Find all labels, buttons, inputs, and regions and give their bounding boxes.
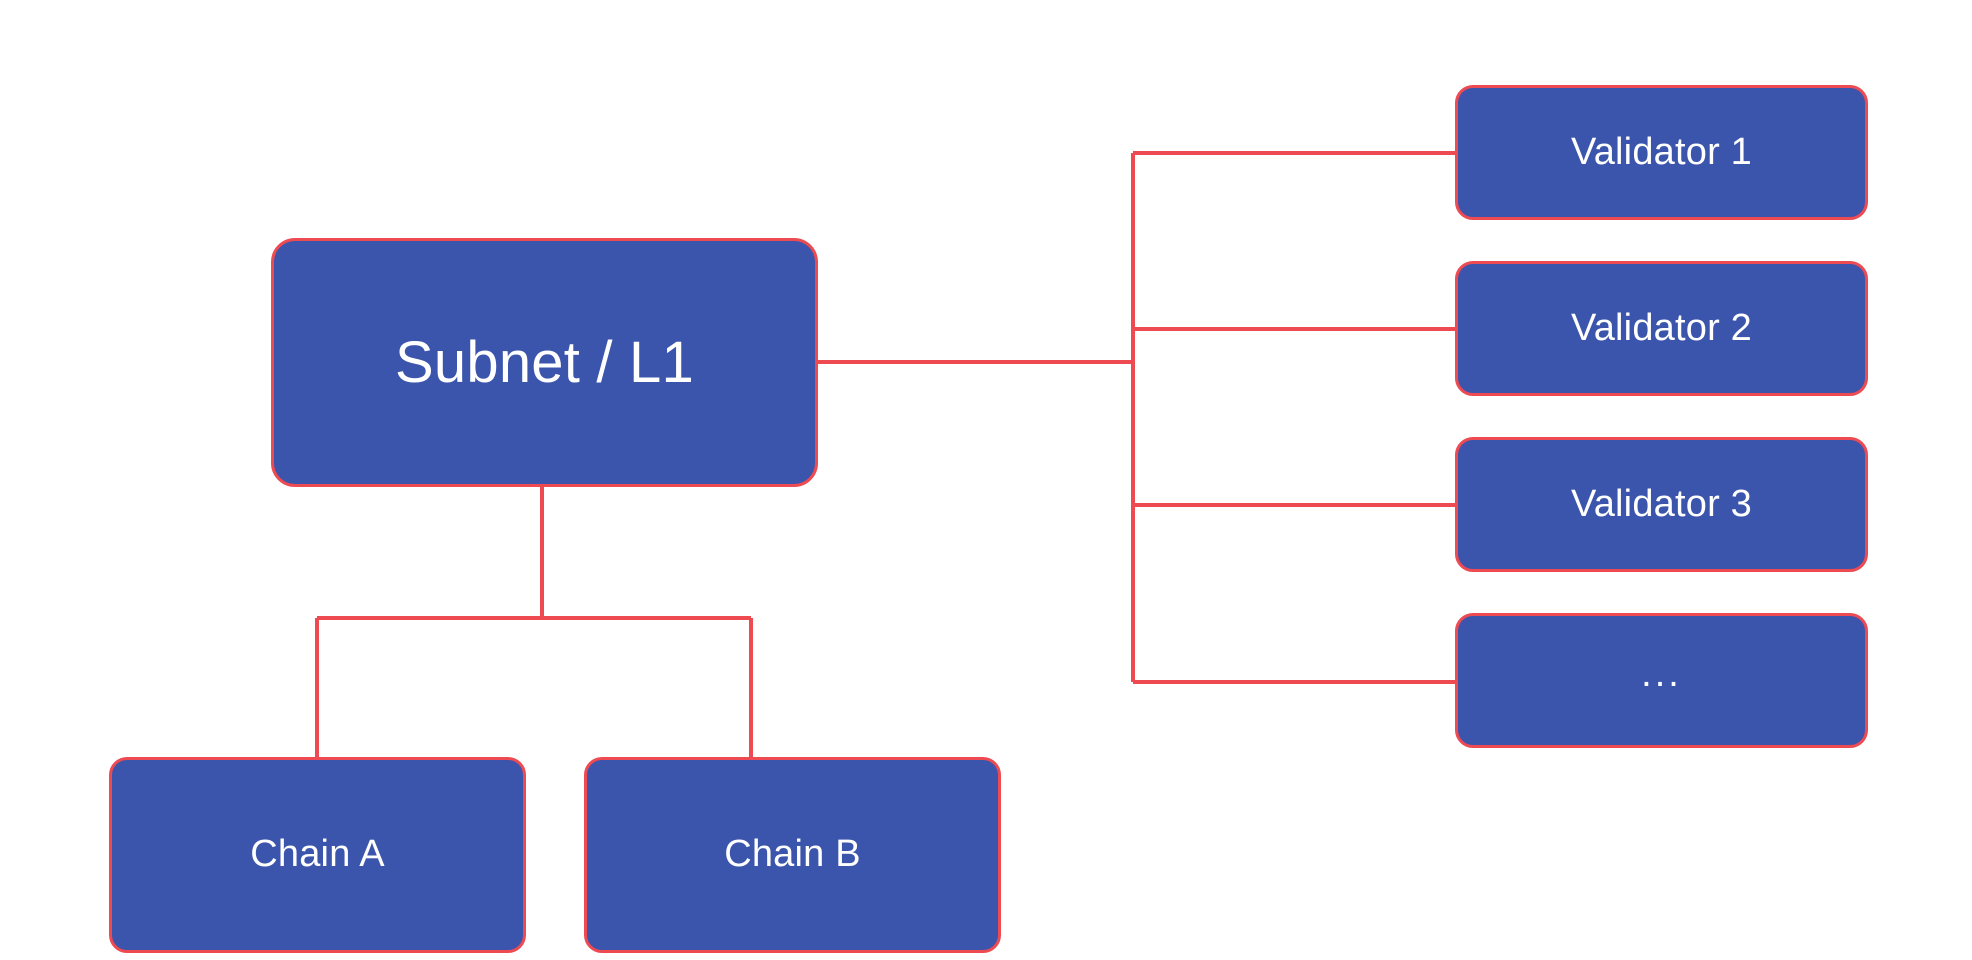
node-chain-b-label: Chain B <box>724 833 861 876</box>
node-chain-a[interactable]: Chain A <box>109 757 526 953</box>
node-validator-3-label: Validator 3 <box>1570 482 1753 525</box>
node-validator-more-label: ... <box>1641 652 1682 695</box>
node-validator-3[interactable]: Validator 3 <box>1455 437 1868 572</box>
node-validator-2[interactable]: Validator 2 <box>1455 261 1868 396</box>
node-validator-more[interactable]: ... <box>1455 613 1868 748</box>
node-chain-b[interactable]: Chain B <box>584 757 1001 953</box>
node-validator-2-label: Validator 2 <box>1570 306 1753 349</box>
node-subnet-l1[interactable]: Subnet / L1 <box>271 238 818 487</box>
node-subnet-l1-label: Subnet / L1 <box>395 329 694 395</box>
node-validator-1-label: Validator 1 <box>1570 130 1753 173</box>
node-chain-a-label: Chain A <box>250 833 385 876</box>
node-validator-1[interactable]: Validator 1 <box>1455 85 1868 220</box>
